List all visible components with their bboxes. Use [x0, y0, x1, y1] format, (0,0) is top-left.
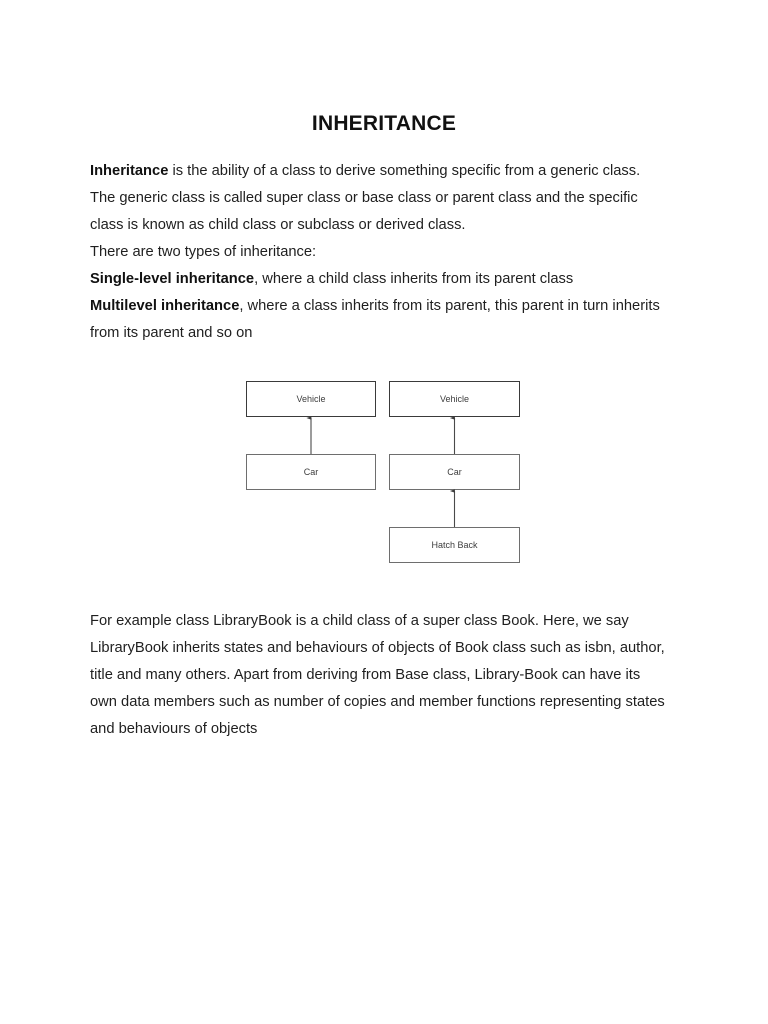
intro-text-block: Inheritance is the ability of a class to… — [90, 158, 668, 347]
paragraph-definition: Inheritance is the ability of a class to… — [90, 163, 641, 233]
paragraph-single-level: Single-level inheritance, where a child … — [90, 271, 574, 287]
paragraph-multilevel: Multilevel inheritance, where a class in… — [90, 298, 660, 341]
uml-class-label: Car — [447, 467, 462, 477]
paragraph-example: For example class LibraryBook is a child… — [90, 613, 665, 737]
paragraph-types-intro: There are two types of inheritance: — [90, 244, 317, 260]
uml-class-box-vehicle-single: Vehicle — [246, 381, 376, 417]
uml-class-label: Car — [304, 467, 319, 477]
uml-class-label: Vehicle — [440, 394, 469, 404]
example-text-block: For example class LibraryBook is a child… — [90, 608, 668, 743]
multilevel-inheritance-diagram: Vehicle Car Hatch Back — [389, 381, 520, 563]
uml-class-box-car-multi: Car — [389, 454, 520, 490]
page-title: INHERITANCE — [311, 112, 457, 136]
single-level-inheritance-diagram: Vehicle Car — [246, 381, 376, 490]
uml-class-box-hatch-back: Hatch Back — [389, 527, 520, 563]
inheritance-diagram: Vehicle Car Vehicle — [240, 374, 532, 566]
uml-class-box-car-single: Car — [246, 454, 376, 490]
uml-class-label: Hatch Back — [431, 540, 478, 550]
uml-class-box-vehicle-multi: Vehicle — [389, 381, 520, 417]
uml-class-label: Vehicle — [296, 394, 325, 404]
